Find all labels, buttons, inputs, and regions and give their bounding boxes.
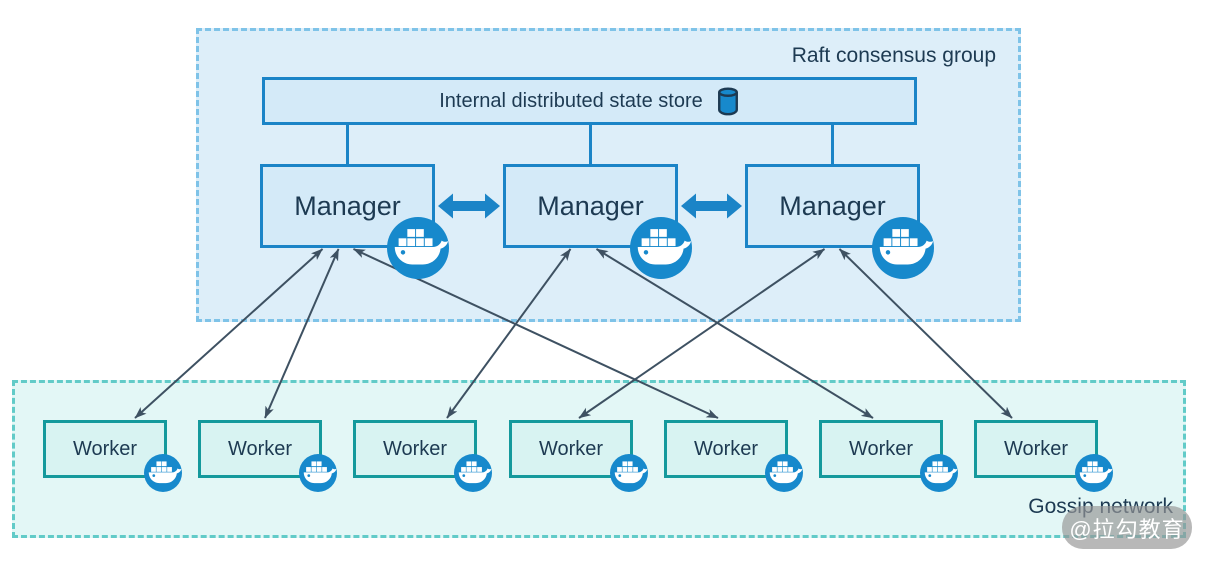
manager-label: Manager — [537, 190, 644, 221]
worker-label: Worker — [693, 437, 759, 460]
raft-group-label: Raft consensus group — [791, 44, 996, 67]
watermark-badge: @拉勾教育 — [1062, 506, 1192, 549]
docker-whale-icon — [299, 454, 337, 492]
docker-whale-icon — [765, 454, 803, 492]
worker-box-5: Worker — [664, 420, 803, 492]
manager-label: Manager — [779, 190, 886, 221]
worker-label: Worker — [538, 437, 604, 460]
worker-label: Worker — [72, 437, 138, 460]
worker-label: Worker — [848, 437, 914, 460]
docker-whale-icon — [610, 454, 648, 492]
docker-whale-icon — [872, 217, 934, 279]
state-store-label: Internal distributed state store — [439, 89, 703, 112]
manager-box-2: Manager — [503, 164, 692, 279]
worker-box-6: Worker — [819, 420, 958, 492]
worker-label: Worker — [227, 437, 293, 460]
worker-label: Worker — [1003, 437, 1069, 460]
worker-box-1: Worker — [43, 420, 182, 492]
manager-box-1: Manager — [260, 164, 449, 279]
docker-whale-icon — [1075, 454, 1113, 492]
docker-whale-icon — [387, 217, 449, 279]
manager-box-3: Manager — [745, 164, 934, 279]
worker-box-4: Worker — [509, 420, 648, 492]
database-icon — [717, 87, 738, 116]
worker-box-7: Worker — [974, 420, 1113, 492]
docker-whale-icon — [144, 454, 182, 492]
watermark-text: @拉勾教育 — [1069, 516, 1185, 542]
docker-whale-icon — [630, 217, 692, 279]
manager-label: Manager — [294, 190, 401, 221]
state-store-box: Internal distributed state store — [262, 77, 917, 125]
docker-whale-icon — [920, 454, 958, 492]
worker-box-2: Worker — [198, 420, 337, 492]
worker-label: Worker — [382, 437, 448, 460]
docker-whale-icon — [454, 454, 492, 492]
worker-box-3: Worker — [353, 420, 492, 492]
